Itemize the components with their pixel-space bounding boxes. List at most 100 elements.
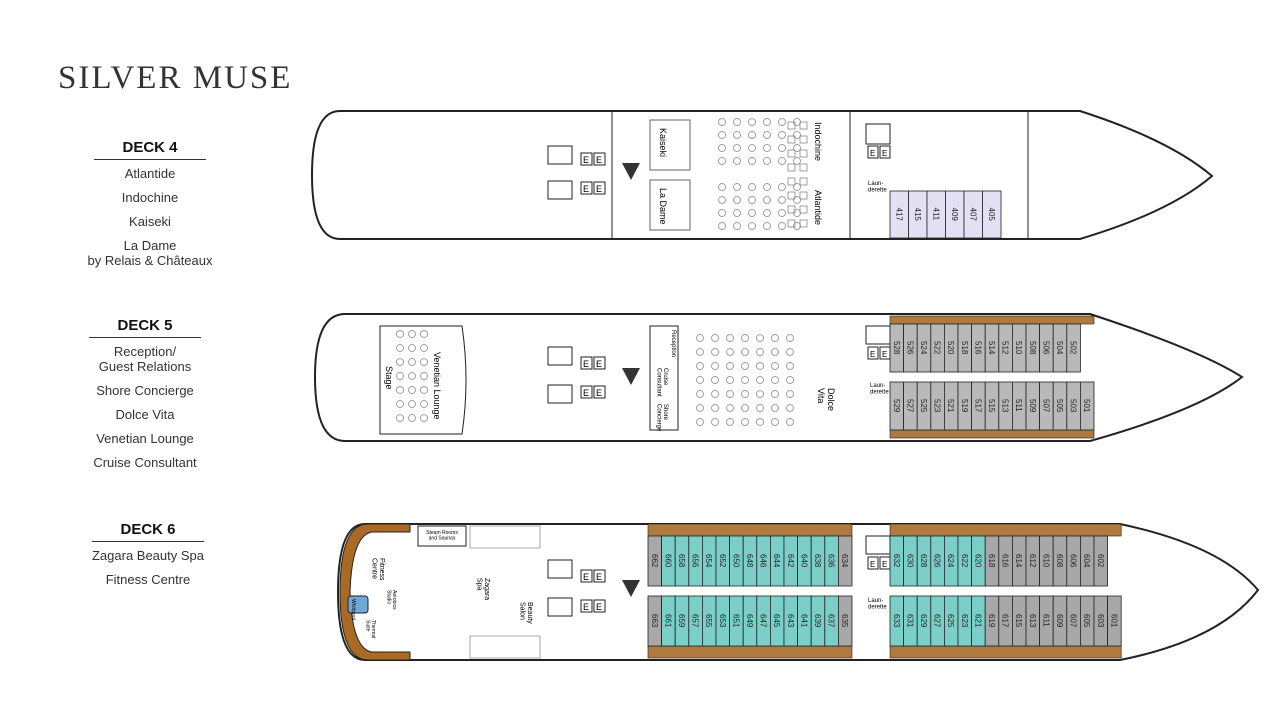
elevator-icon — [593, 152, 606, 166]
table-icon — [741, 334, 749, 342]
table-icon — [799, 177, 808, 186]
table-icon — [741, 348, 749, 356]
table-icon — [787, 121, 796, 130]
table-icon — [763, 118, 771, 126]
suite-number: 628 — [919, 554, 928, 568]
dolce-vita-seating — [696, 334, 794, 426]
elevator-icon — [867, 556, 879, 570]
suite-number: 655 — [704, 614, 713, 628]
stair-icon — [547, 597, 573, 617]
lounge-seat-icon — [408, 372, 416, 380]
table-icon — [696, 418, 704, 426]
elevator-label: E — [583, 184, 589, 194]
table-icon — [718, 183, 726, 191]
suite-number: 603 — [1096, 614, 1105, 628]
table-icon — [793, 183, 801, 191]
table-icon — [733, 157, 741, 165]
elevator-icon — [580, 181, 593, 195]
table-icon — [748, 144, 756, 152]
elevator-icon — [593, 356, 606, 370]
elevator-label: E — [882, 350, 887, 359]
lounge-seat-icon — [420, 358, 428, 366]
table-icon — [718, 196, 726, 204]
suite-number: 658 — [677, 554, 686, 568]
table-icon — [696, 348, 704, 356]
suite-number: 407 — [968, 208, 977, 222]
suite-number: 610 — [1041, 554, 1050, 568]
table-icon — [799, 149, 808, 158]
table-icon — [799, 191, 808, 200]
table-icon — [771, 362, 779, 370]
suite-number: 510 — [1014, 341, 1023, 355]
suite-number: 631 — [905, 614, 914, 628]
suite-number: 405 — [987, 208, 996, 222]
table-icon — [756, 334, 764, 342]
lounge-seat-icon — [408, 386, 416, 394]
suite-number: 523 — [933, 399, 942, 413]
balcony-strip — [647, 523, 853, 537]
suite-cabin — [1093, 535, 1109, 587]
table-icon — [696, 334, 704, 342]
balcony-strip — [889, 429, 1095, 439]
suite-number: 637 — [827, 614, 836, 628]
deck-legend-item: Reception/Guest Relations — [98, 344, 192, 374]
table-icon — [718, 157, 726, 165]
suite-number: 520 — [946, 341, 955, 355]
table-icon — [726, 404, 734, 412]
launderette-label: Laun-derette — [868, 181, 887, 194]
table-icon — [741, 376, 749, 384]
table-icon — [711, 334, 719, 342]
suite-number: 528 — [892, 341, 901, 355]
cruise-consultant-label: CruiseConsultant — [655, 368, 668, 397]
table-icon — [711, 376, 719, 384]
suite-cabin — [982, 190, 1002, 239]
elevator-icon — [867, 346, 879, 360]
restaurant-seating — [718, 118, 808, 230]
suite-number: 632 — [892, 554, 901, 568]
stair-icon — [547, 145, 573, 165]
elevator-label: E — [882, 560, 887, 569]
table-icon — [741, 390, 749, 398]
suite-number: 634 — [840, 554, 849, 568]
deck-legend-item: Fitness Centre — [105, 572, 191, 587]
table-icon — [718, 131, 726, 139]
deck-5-heading: DECK 5 — [89, 317, 201, 338]
table-icon — [786, 376, 794, 384]
lounge-seat-icon — [420, 330, 428, 338]
lounge-seat-icon — [408, 344, 416, 352]
suite-number: 509 — [1028, 399, 1037, 413]
suite-number: 622 — [960, 554, 969, 568]
suite-number: 641 — [799, 614, 808, 628]
lounge-seat-icon — [420, 400, 428, 408]
treatment-room — [469, 525, 541, 549]
suite-number: 627 — [933, 614, 942, 628]
elevator-label: E — [596, 184, 602, 194]
launderette-label: Laun-derette — [870, 383, 889, 396]
elevator-icon — [867, 145, 879, 159]
suite-number: 621 — [973, 614, 982, 628]
elevator-label: E — [596, 155, 602, 165]
elevator-label: E — [870, 149, 875, 158]
table-icon — [763, 144, 771, 152]
table-icon — [786, 348, 794, 356]
table-icon — [718, 209, 726, 217]
suite-number: 411 — [931, 208, 940, 221]
deck-legend-item: Zagara Beauty Spa — [91, 548, 205, 563]
suite-number: 642 — [786, 554, 795, 568]
suite-number: 657 — [691, 614, 700, 628]
table-icon — [756, 376, 764, 384]
table-icon — [786, 418, 794, 426]
venetian-lounge-seating — [396, 330, 428, 422]
stair-icon — [547, 346, 573, 366]
lounge-seat-icon — [396, 372, 404, 380]
suite-number: 636 — [827, 554, 836, 568]
suite-number: 630 — [905, 554, 914, 568]
table-icon — [786, 334, 794, 342]
table-icon — [799, 205, 808, 214]
suite-number: 606 — [1069, 554, 1078, 568]
stair-icon — [865, 123, 891, 145]
elevator-label: E — [596, 602, 602, 612]
table-icon — [696, 404, 704, 412]
table-icon — [786, 362, 794, 370]
